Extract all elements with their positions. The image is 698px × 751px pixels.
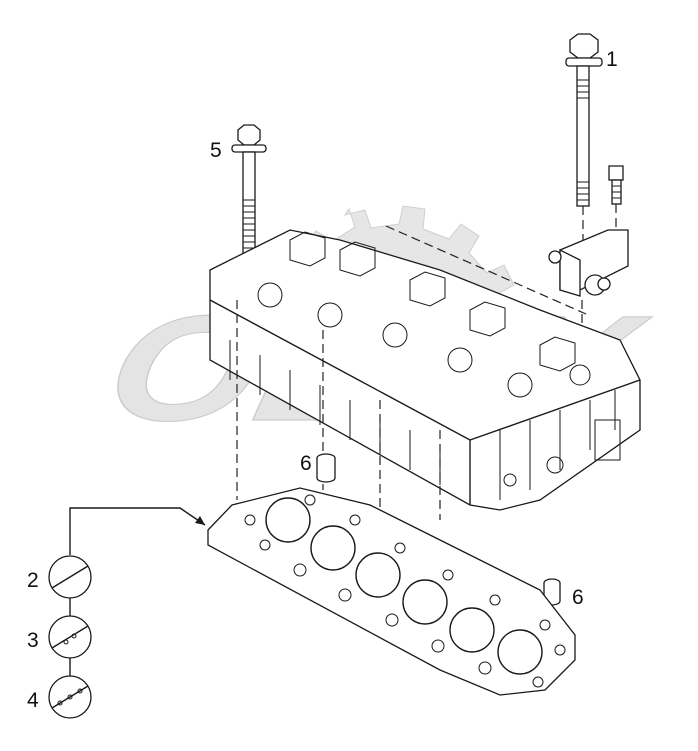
gasket-variant-3	[48, 675, 92, 719]
head-gasket	[207, 487, 576, 696]
callout-3: 3	[27, 629, 39, 652]
callout-1: 1	[606, 48, 618, 71]
callout-5: 5	[210, 139, 222, 162]
callout-6-upper: 6	[300, 452, 312, 475]
callout-4: 4	[27, 689, 39, 712]
callout-2: 2	[27, 569, 39, 592]
gasket-variant-2	[48, 615, 92, 659]
variant-leader-line	[69, 507, 206, 555]
cylinder-head	[209, 229, 641, 520]
long-bolt	[565, 33, 603, 266]
bracket-bolt	[608, 165, 624, 234]
leader-arrowhead	[195, 516, 205, 525]
callout-6-lower: 6	[572, 586, 584, 609]
dowel-pin-upper	[316, 453, 336, 483]
gasket-variant-1	[48, 555, 92, 599]
